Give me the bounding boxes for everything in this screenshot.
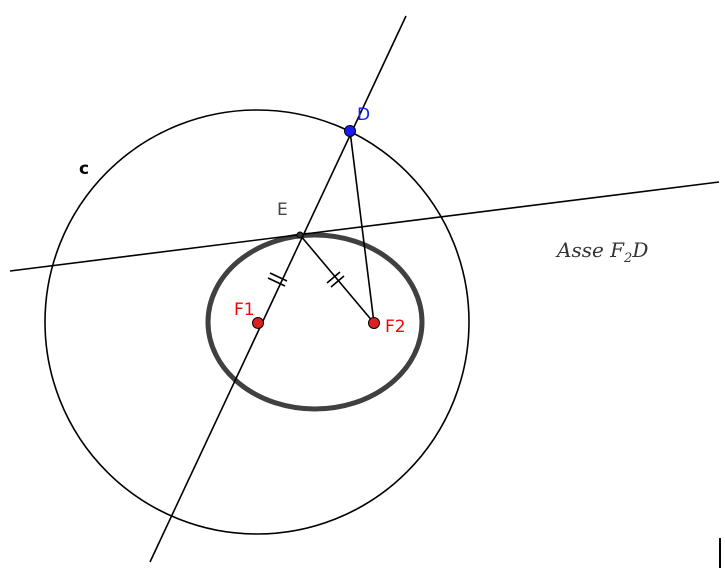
segment-e-f2 bbox=[299, 234, 375, 324]
label-point-d: D bbox=[357, 105, 370, 125]
label-focus-f2: F2 bbox=[385, 317, 406, 337]
segment-d-f2 bbox=[349, 130, 375, 324]
point-d[interactable] bbox=[344, 125, 356, 137]
tick-marks-e-f2 bbox=[326, 271, 345, 288]
label-axis-f2-d: Asse F2D bbox=[555, 238, 648, 266]
point-e[interactable] bbox=[296, 231, 304, 239]
text-cursor bbox=[719, 538, 721, 568]
ellipse-locus bbox=[205, 232, 425, 412]
label-circle-c: c bbox=[79, 159, 89, 179]
label-point-e: E bbox=[277, 200, 288, 220]
circle-c bbox=[44, 109, 470, 535]
line-f1-d bbox=[149, 15, 407, 563]
label-focus-f1: F1 bbox=[234, 300, 255, 320]
tick-marks-e-f1 bbox=[267, 272, 288, 287]
focus-f2[interactable] bbox=[368, 317, 380, 329]
axis-f2-d bbox=[9, 181, 720, 272]
focus-f1[interactable] bbox=[252, 317, 264, 329]
